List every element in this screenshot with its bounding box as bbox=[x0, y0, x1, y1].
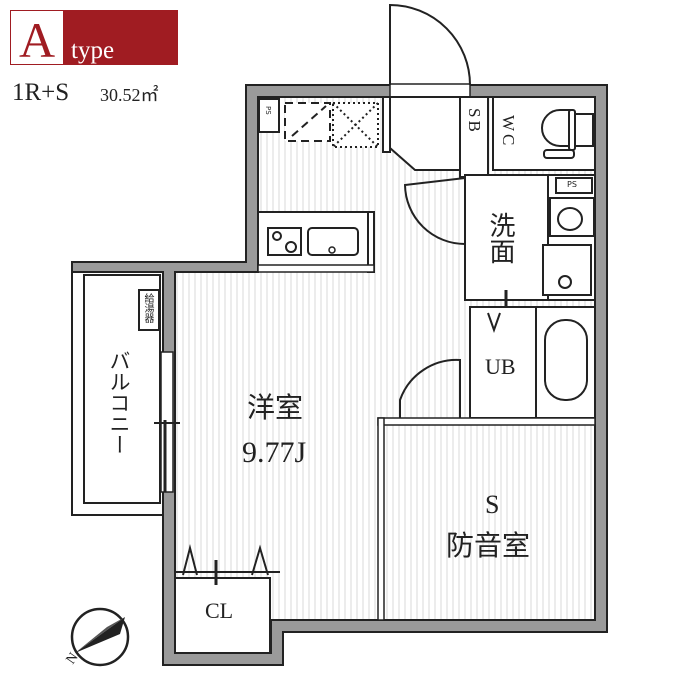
sink bbox=[307, 227, 359, 256]
layout-label: 1R+S bbox=[12, 79, 70, 106]
washroom bbox=[464, 174, 549, 301]
closet bbox=[174, 577, 271, 654]
bathtub bbox=[544, 319, 588, 401]
shoe-box-label: SB bbox=[465, 108, 484, 135]
stove bbox=[267, 227, 302, 256]
area-label: 30.52㎡ bbox=[100, 85, 159, 105]
toilet-label: WC bbox=[499, 115, 518, 149]
water-heater-label: 給湯器 bbox=[142, 293, 153, 323]
north-arrow-icon bbox=[70, 607, 130, 667]
western-room-size: 9.77J bbox=[242, 436, 307, 469]
type-letter: A bbox=[11, 11, 63, 68]
entrance-door-swing bbox=[389, 3, 471, 86]
washroom-label: 洗面 bbox=[486, 212, 515, 264]
ps-label-2: PS bbox=[567, 180, 577, 189]
water-heater-box bbox=[138, 289, 160, 331]
closet-label: CL bbox=[205, 598, 234, 623]
s-room-letter: S bbox=[485, 490, 500, 519]
unit-bath-label: UB bbox=[485, 354, 516, 379]
s-room-door-swing bbox=[399, 358, 461, 420]
type-word: type bbox=[71, 37, 115, 64]
ps-label: PS bbox=[264, 106, 272, 115]
ps-box-2 bbox=[555, 177, 593, 194]
western-room-label: 洋室 bbox=[247, 393, 304, 424]
balcony-label: バルコニー bbox=[107, 350, 131, 455]
hall-door-swing bbox=[403, 177, 466, 245]
s-room-name: 防音室 bbox=[446, 531, 531, 562]
ps-box bbox=[258, 98, 280, 133]
type-badge: A type bbox=[10, 10, 178, 68]
toilet-icon bbox=[541, 109, 571, 147]
